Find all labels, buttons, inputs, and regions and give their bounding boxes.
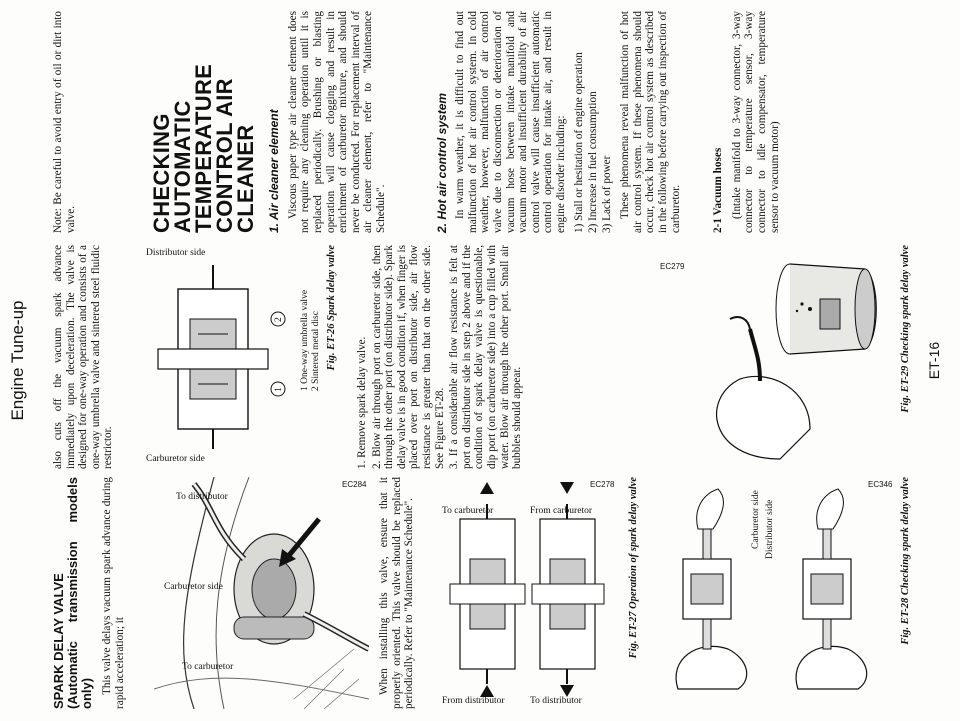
label-distributor-side-2: Distributor side [146,248,205,258]
finger-icon [816,488,844,530]
subsection-heading-air-cleaner: 1. Air cleaner element [267,109,282,233]
heading-text: SPARK DELAY VALVE [51,573,66,709]
valve-diagram-top [449,482,526,697]
label-from-carburetor: From carburetor [530,506,593,516]
face-icon [795,645,868,690]
left-install-block: When installing this valve, ensure that … [378,477,422,709]
label-from-distributor: From distributor [442,696,505,706]
arrow-out-icon [480,482,494,494]
list-item: 1) Stall or hesitation of engine operati… [573,52,586,233]
callout-2-icon [270,311,286,327]
hot-air-paragraph: In warm weather, it is difficult to find… [454,11,567,233]
label-to-distributor-2: To distributor [530,696,583,706]
figure-caption-et26: Fig. ET-26 Spark delay valve [326,245,337,371]
right-column: Note: Be careful to avoid entry of oil o… [52,11,787,233]
finger-icon [696,488,724,530]
arrow-in-icon [480,685,494,697]
label-distributor-side: Distributor side [765,500,775,559]
middle-steps-block: 1. Remove spark delay valve. 2. Blow air… [356,245,526,469]
middle-column-top: also cuts off the vacuum spark advance i… [52,245,121,469]
step-item: 1. Remove spark delay valve. [356,336,368,469]
section-heading-spark-delay: SPARK DELAY VALVE (Automatic transmissio… [51,477,94,709]
face-icon [716,375,811,460]
callout-1-label: 1 [274,387,284,392]
face-icon [675,645,748,690]
check-steps-list: 1. Remove spark delay valve. 2. Blow air… [356,245,524,469]
figure-code: EC279 [660,262,685,271]
vacuum-hoses-paragraph: (Intake manifold to 3-way connector, 3-w… [730,11,781,233]
legend-item: 2 Sintered metal disc [311,311,321,391]
label-carburetor-side-2: Carburetor side [751,490,761,549]
figure-checking-valve: Carburetor side Distributor side EC346 [658,477,898,709]
figure-spark-delay-photo: To carburetor Carburetor side To distrib… [154,477,369,709]
page-number: ET-16 [926,341,942,380]
continued-paragraph: also cuts off the vacuum spark advance i… [52,245,115,469]
label-carburetor-side: Carburetor side [164,582,223,592]
heading-subtext: (Automatic transmission models only) [65,477,94,709]
label-carburetor-side-3: Carburetor side [146,454,205,464]
step-item: 3. If a considerable air flow resistance… [448,245,524,469]
phenomena-paragraph: These phenomena reveal malfunction of ho… [619,11,682,233]
subsection-heading-hot-air: 2. Hot air control system [434,92,449,233]
label-to-carburetor: To carburetor [182,662,234,672]
title-line: CLEANER [233,124,259,233]
figure-code: EC284 [342,480,367,489]
left-column: SPARK DELAY VALVE (Automatic transmissio… [51,477,132,709]
install-paragraph: When installing this valve, ensure that … [378,477,416,709]
arrow-back-icon [560,685,574,697]
figure-code: EC346 [868,480,893,489]
figure-caption-et28: Fig. ET-28 Checking spark delay valve [900,477,911,645]
symptom-list: 1) Stall or hesitation of engine operati… [573,11,613,233]
callout-2-label: 2 [274,317,284,322]
intro-paragraph: This valve delays vacuum spark advance d… [101,477,126,709]
figure-bubble-test: EC279 [640,245,890,469]
label-to-carburetor-2: To carburetor [442,506,494,516]
list-item: 3) Lack of power [600,155,613,233]
figure-caption-et27: Fig. ET-27 Operation of spark delay valv… [628,477,639,659]
figure-spark-delay-valve: 1 2 Carburetor side Distributor side [138,245,298,469]
arrow-back-icon [560,482,574,494]
label-to-distributor: To distributor [176,492,229,502]
legend-item: 1 One-way umbrella valve [300,289,310,391]
figure-operation-diagram: From distributor To carburetor To distri… [440,477,625,709]
step-item: 2. Blow air through port on carburetor s… [370,245,446,469]
chapter-title: CHECKING AUTOMATIC TEMPERATURE CONTROL A… [149,11,259,233]
air-cleaner-paragraph: Viscous paper type air cleaner element d… [286,11,387,233]
running-header: Engine Tune-up [8,300,27,421]
figure-legend: 1 One-way umbrella valve 2 Sintered meta… [300,245,322,391]
list-item: 2) Increase in fuel consumption [587,91,600,233]
figure-caption-et29: Fig. ET-29 Checking spark delay valve [900,245,911,413]
engine-photo-illustration: To carburetor Carburetor side To distrib… [154,477,369,709]
note-paragraph: Note: Be careful to avoid entry of oil o… [52,11,77,233]
subsection-heading-vacuum-hoses: 2-1 Vacuum hoses [712,147,725,233]
figure-code: EC278 [590,480,615,489]
callout-1-icon [270,381,286,397]
valve-diagram-bottom [531,482,605,697]
